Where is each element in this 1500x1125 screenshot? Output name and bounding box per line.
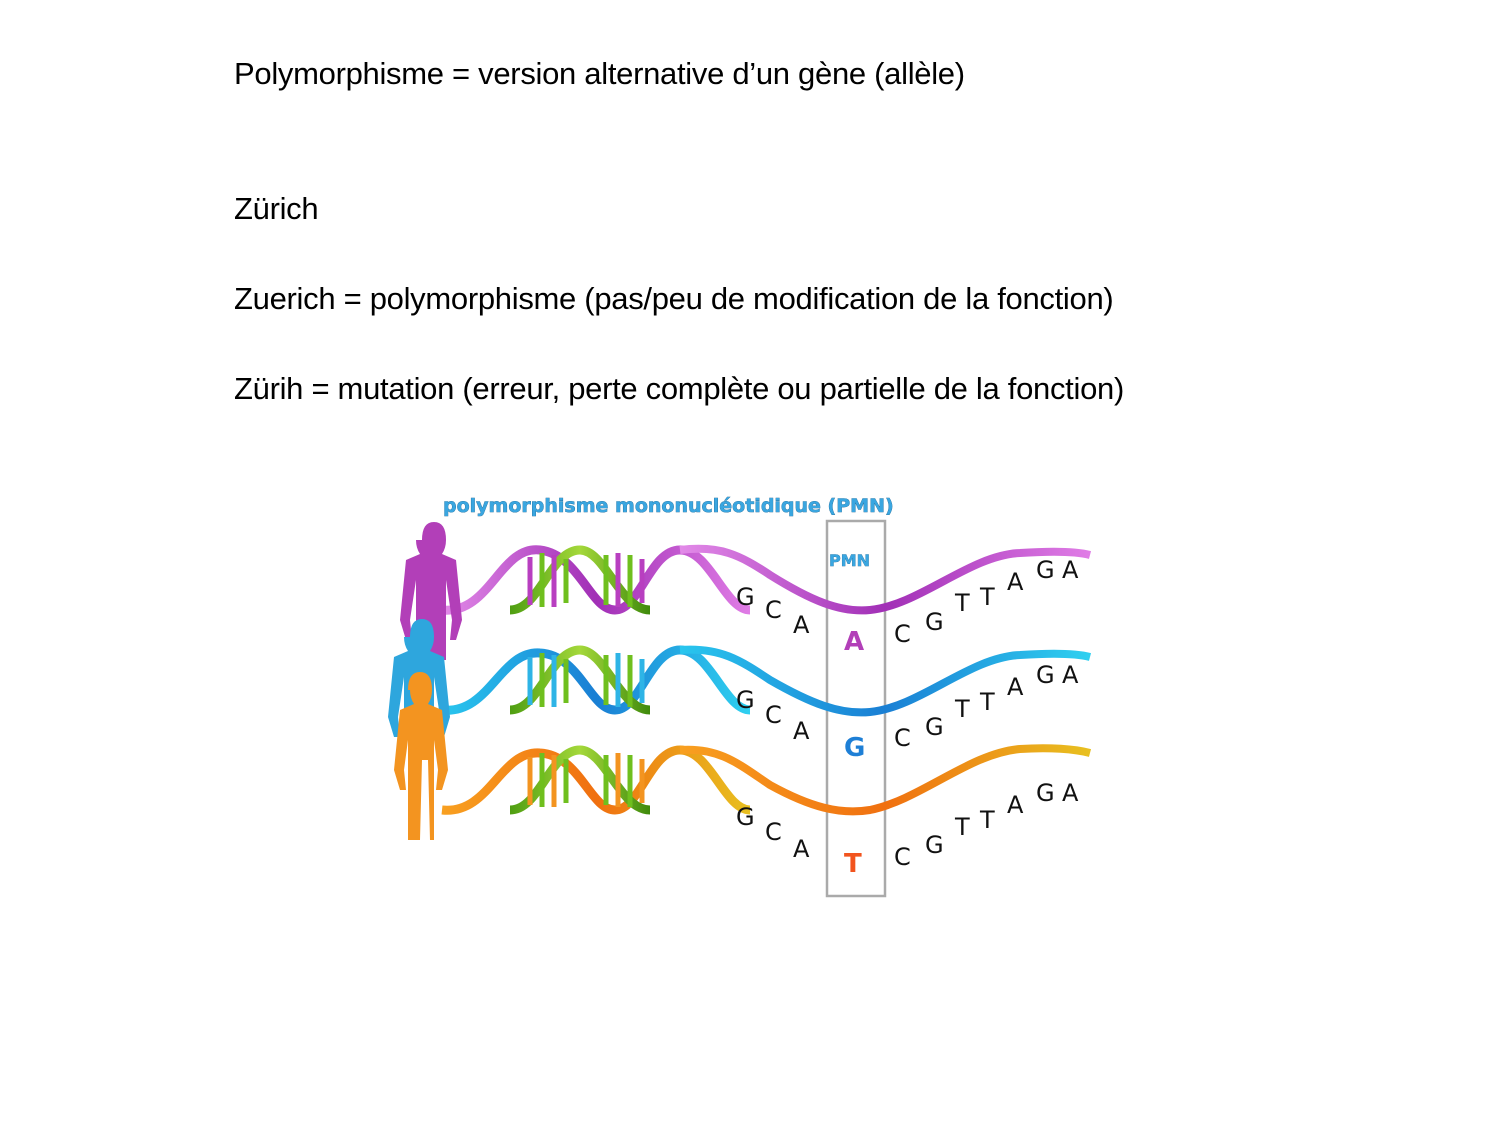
svg-text:A: A — [1007, 568, 1024, 596]
sequence-row-3: G C A T C G T T A G A — [736, 779, 1079, 879]
svg-text:G: G — [736, 803, 755, 831]
svg-text:A: A — [793, 717, 810, 745]
svg-text:A: A — [1007, 673, 1024, 701]
svg-text:C: C — [894, 620, 911, 648]
svg-text:C: C — [894, 843, 911, 871]
snp-base-2: G — [844, 733, 865, 763]
svg-text:G: G — [925, 831, 944, 859]
snp-base-3: T — [844, 849, 862, 879]
dna-row-1 — [400, 522, 1092, 660]
dna-row-2 — [388, 619, 1092, 737]
svg-text:C: C — [765, 596, 782, 624]
snp-base-1: A — [844, 627, 864, 657]
svg-text:A: A — [793, 835, 810, 863]
example-reference-word: Zürich — [234, 191, 319, 226]
person-silhouette-3-icon — [394, 672, 448, 840]
sequence-row-2: G C A G C G T T A G A — [736, 661, 1079, 763]
definition-polymorphism: Polymorphisme = version alternative d’un… — [234, 56, 965, 91]
svg-text:G: G — [925, 713, 944, 741]
svg-text:G: G — [736, 583, 755, 611]
figure-title: polymorphisme mononucléotidique (PMN) — [443, 495, 894, 517]
svg-text:C: C — [765, 818, 782, 846]
svg-text:T: T — [954, 695, 970, 723]
svg-text:A: A — [793, 611, 810, 639]
svg-text:G: G — [1036, 779, 1055, 807]
svg-text:T: T — [979, 806, 995, 834]
svg-text:G: G — [925, 608, 944, 636]
svg-text:A: A — [1062, 661, 1079, 689]
dna-row-3 — [394, 672, 1092, 840]
svg-text:G: G — [1036, 556, 1055, 584]
example-mutation: Zürih = mutation (erreur, perte complète… — [234, 371, 1124, 406]
svg-text:T: T — [979, 688, 995, 716]
svg-text:C: C — [765, 701, 782, 729]
svg-text:A: A — [1007, 791, 1024, 819]
svg-text:A: A — [1062, 556, 1079, 584]
svg-text:C: C — [894, 724, 911, 752]
snp-box-label: PMN — [829, 551, 870, 570]
svg-text:T: T — [979, 583, 995, 611]
snp-illustration: polymorphisme mononucléotidique (PMN) PM… — [380, 485, 1100, 905]
person-silhouette-1-icon — [400, 522, 462, 660]
svg-text:T: T — [954, 813, 970, 841]
svg-text:A: A — [1062, 779, 1079, 807]
svg-text:G: G — [736, 686, 755, 714]
sequence-row-1: G C A A C G T T A G A — [736, 556, 1079, 657]
svg-text:G: G — [1036, 661, 1055, 689]
example-polymorphism: Zuerich = polymorphisme (pas/peu de modi… — [234, 281, 1114, 316]
svg-text:T: T — [954, 589, 970, 617]
